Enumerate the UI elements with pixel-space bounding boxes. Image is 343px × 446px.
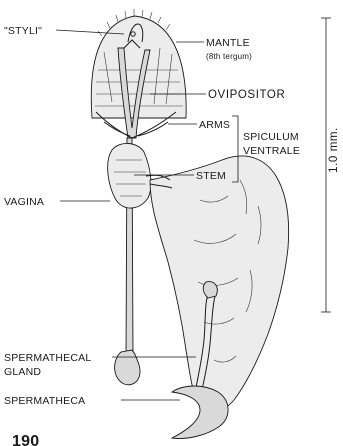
label-gland: GLAND: [4, 366, 41, 378]
spermathecal-gland-shape: [150, 156, 289, 412]
label-vagina: VAGINA: [4, 196, 44, 208]
stem-bulb-shape: [115, 350, 140, 385]
figure-number: 190: [12, 433, 39, 446]
label-ventrale: VENTRALE: [243, 145, 300, 157]
spermatheca-shape: [172, 386, 228, 439]
label-styli: "STYLI": [4, 25, 42, 37]
vagina-shape: [108, 143, 151, 208]
scale-label: 1.0 mm.: [328, 127, 340, 173]
label-stem: STEM: [196, 170, 226, 182]
label-mantle: MANTLE: [206, 37, 250, 49]
label-arms: ARMS: [199, 119, 230, 131]
label-spermatheca: SPERMATHECA: [4, 395, 85, 407]
label-mantle-note: (8th tergum): [206, 52, 252, 61]
label-spiculum: SPICULUM: [243, 131, 299, 143]
label-spermathecal: SPERMATHECAL: [4, 352, 91, 364]
label-ovipositor: OVIPOSITOR: [208, 89, 285, 101]
